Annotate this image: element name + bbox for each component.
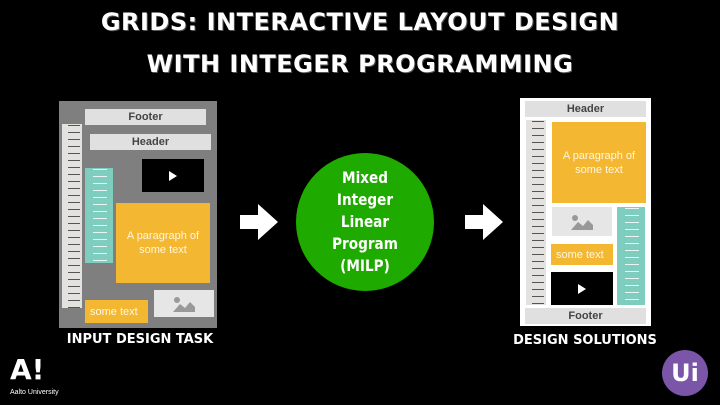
milp-label: Mixed Integer Linear Program (MILP) [332, 168, 398, 275]
input-footer-element: Footer [85, 109, 206, 125]
slide-title-line2: with Integer Programming [146, 50, 574, 78]
input-nav-list [62, 124, 82, 308]
output-nav-list [526, 120, 546, 305]
output-small-text-element: some text [551, 244, 613, 265]
aalto-logo-name: Aalto University [10, 389, 59, 396]
output-image-element [552, 207, 612, 236]
slide-title-line1: GRIDS: Interactive Layout Design [100, 8, 620, 36]
input-caption: Input Design Task [66, 332, 214, 347]
output-caption: Design Solutions [513, 333, 657, 348]
input-paragraph-element: A paragraph of some text [116, 203, 210, 283]
input-image-element [154, 290, 214, 317]
ui-logo: Ui [662, 350, 708, 396]
output-video-element [551, 272, 613, 305]
milp-circle: Mixed Integer Linear Program (MILP) [296, 153, 434, 291]
input-teal-list [85, 168, 113, 263]
input-header-element: Header [90, 134, 211, 150]
image-icon [571, 214, 593, 230]
right-arrow-icon [240, 204, 278, 240]
play-icon [578, 283, 586, 294]
image-icon [173, 296, 195, 312]
input-video-element [142, 159, 204, 192]
aalto-logo-mark: A! [10, 353, 45, 386]
play-icon [169, 170, 177, 181]
right-arrow-icon [465, 204, 503, 240]
output-teal-list [617, 207, 645, 305]
output-header-element: Header [525, 101, 646, 117]
input-small-text-element: some text [85, 300, 148, 323]
output-footer-element: Footer [525, 308, 646, 324]
output-paragraph-element: A paragraph of some text [552, 122, 646, 203]
